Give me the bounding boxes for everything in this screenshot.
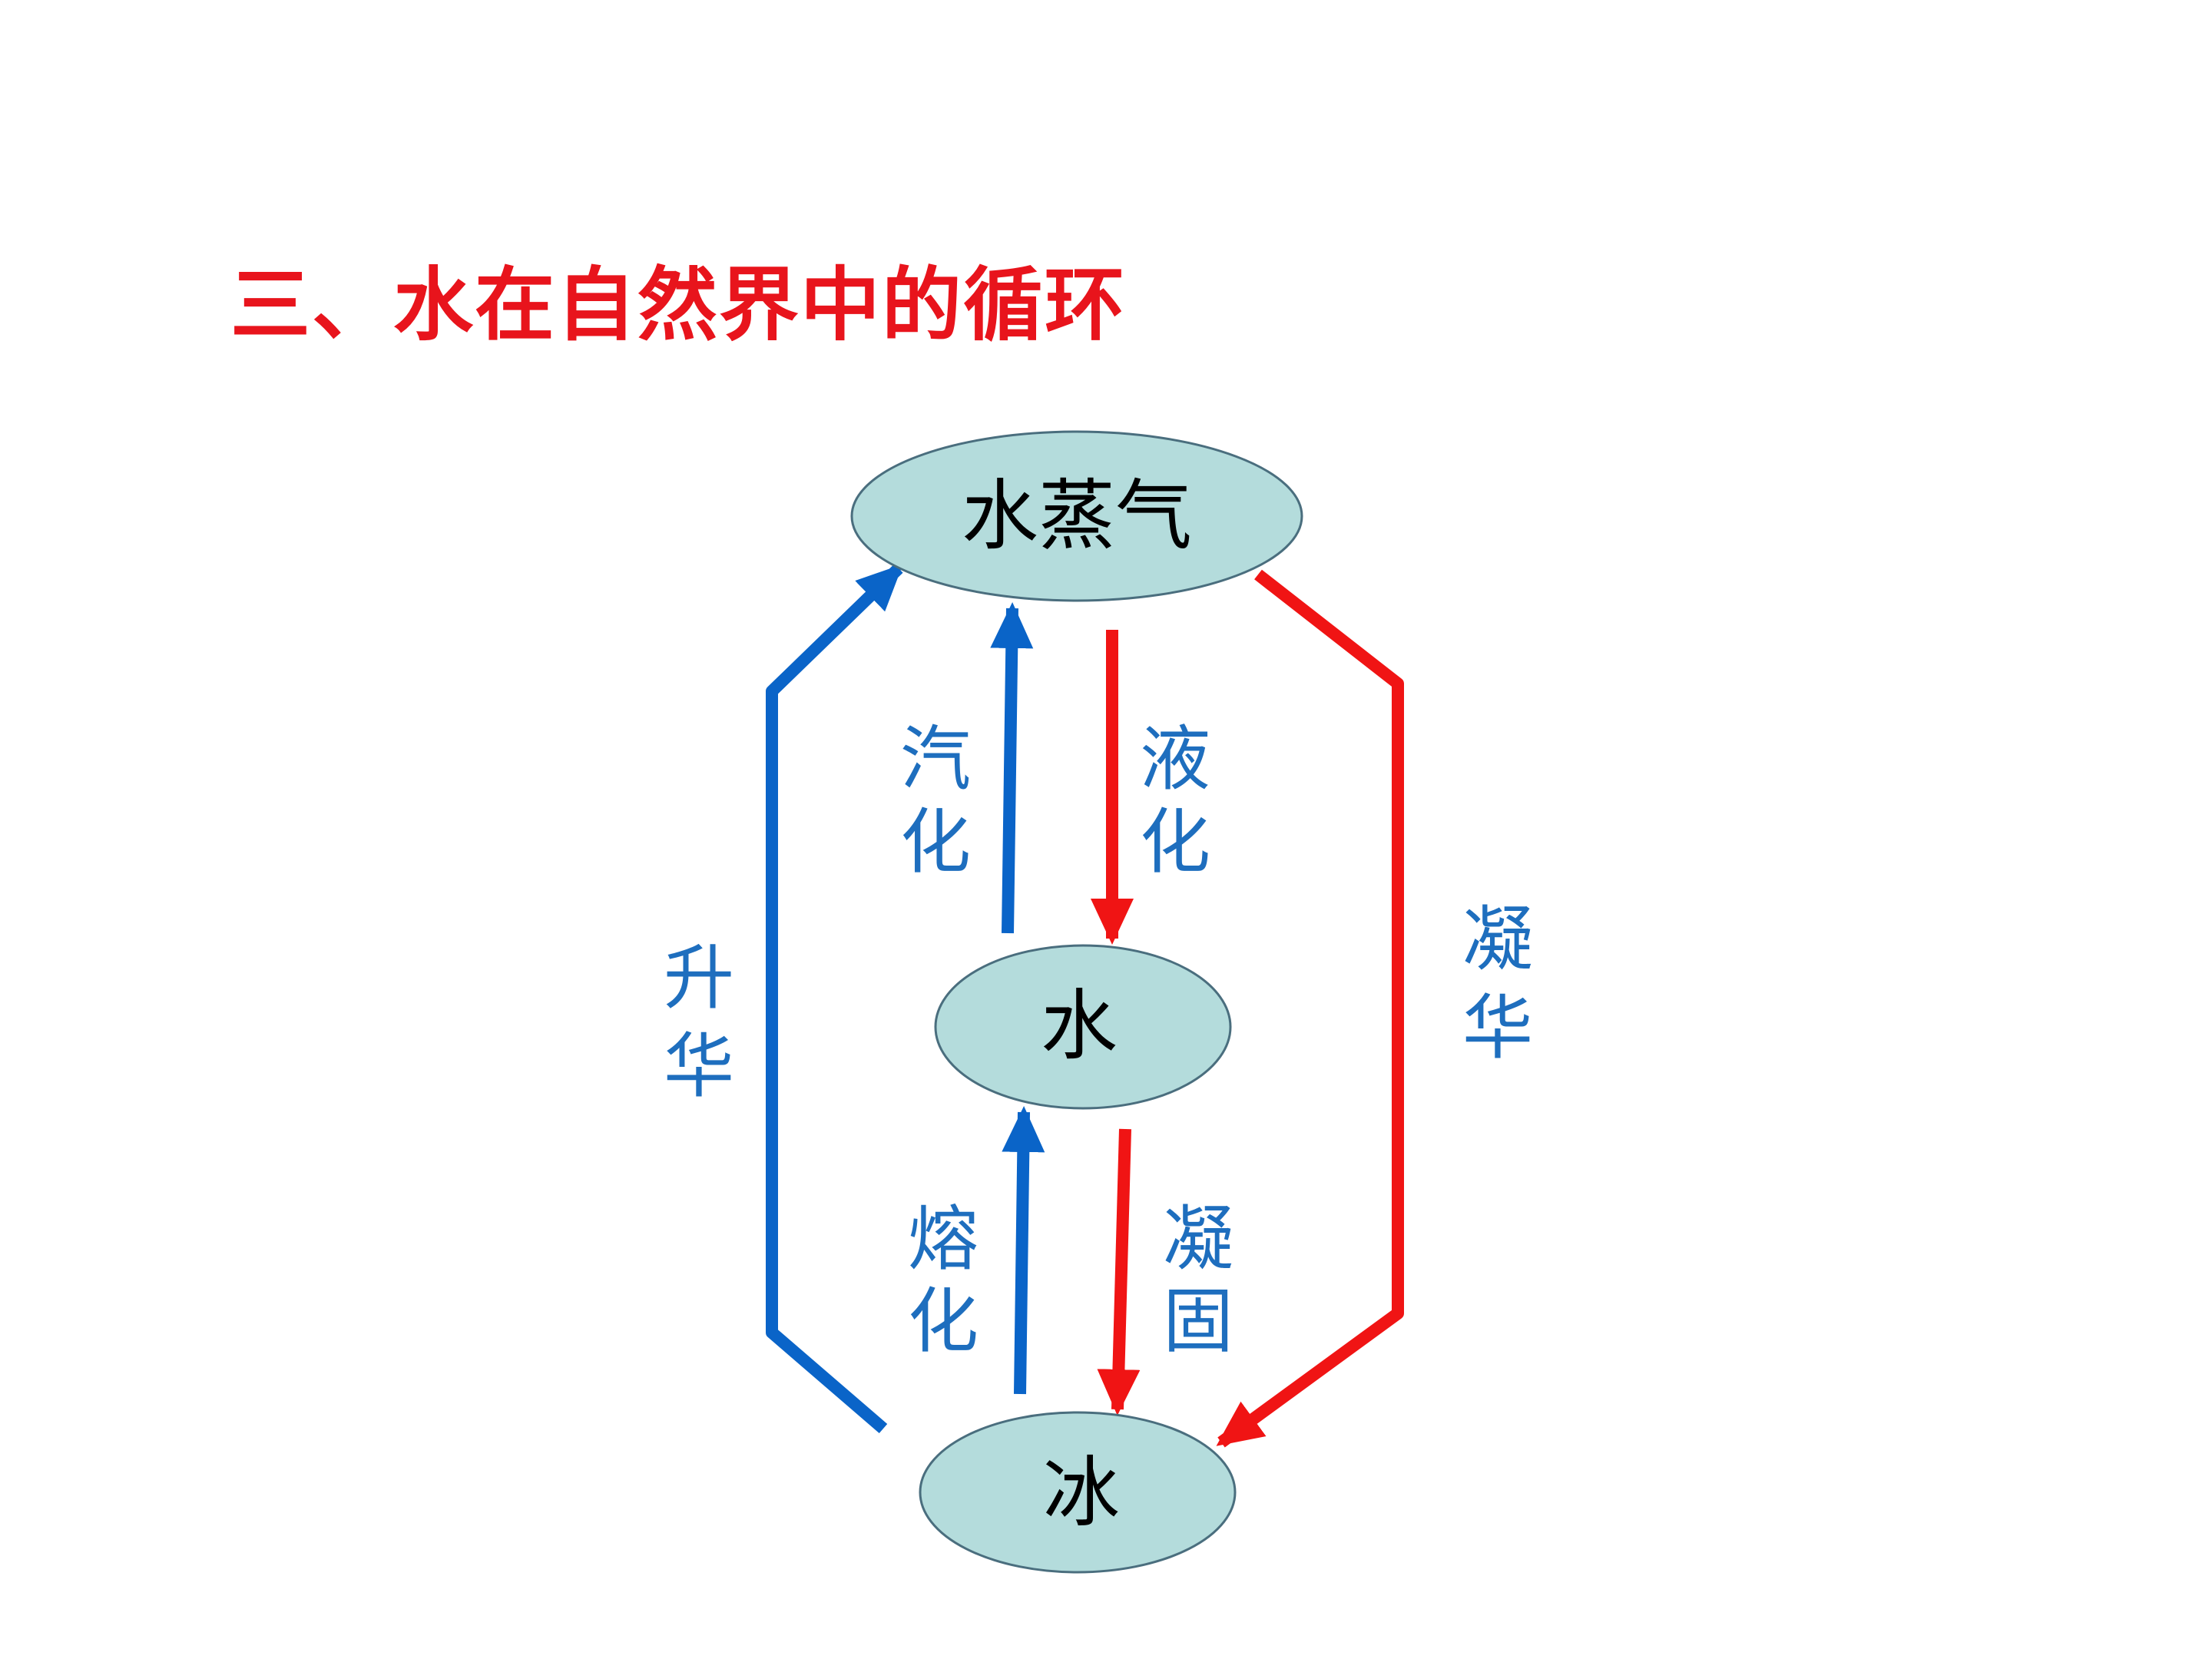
node-ice: 冰 [919, 1411, 1237, 1574]
node-water-label: 水 [1041, 981, 1118, 1071]
vaporization-arrow [990, 602, 1034, 934]
label-deposition: 凝 华 [1462, 899, 1533, 1069]
label-sublimation-char-1: 升 [664, 937, 734, 1019]
label-solidification-char-2: 固 [1163, 1280, 1233, 1363]
label-deposition-char-1: 凝 [1462, 899, 1533, 981]
label-deposition-char-2: 华 [1462, 987, 1533, 1069]
solidification-arrow [1097, 1128, 1141, 1416]
label-vaporization: 汽 化 [900, 718, 971, 883]
label-sublimation: 升 华 [664, 937, 734, 1108]
label-solidification-char-1: 凝 [1163, 1198, 1233, 1280]
label-sublimation-char-2: 华 [664, 1025, 734, 1108]
node-water: 水 [934, 944, 1232, 1110]
label-melting-char-2: 化 [908, 1280, 979, 1363]
label-melting: 熔 化 [908, 1198, 979, 1363]
slide-title: 三、水在自然界中的循环 [230, 258, 1127, 352]
label-vaporization-char-2: 化 [900, 801, 971, 883]
node-ice-label: 冰 [1043, 1448, 1120, 1538]
label-solidification: 凝 固 [1163, 1198, 1233, 1363]
melting-arrow [1002, 1106, 1045, 1395]
label-liquefaction-char-1: 液 [1140, 718, 1210, 800]
label-liquefaction: 液 化 [1140, 718, 1210, 883]
node-water-vapor: 水蒸气 [850, 430, 1303, 602]
node-water-vapor-label: 水蒸气 [962, 471, 1192, 561]
sublimation-arrow [766, 564, 903, 1434]
label-liquefaction-char-2: 化 [1140, 801, 1210, 883]
label-melting-char-1: 熔 [908, 1198, 979, 1280]
label-vaporization-char-1: 汽 [900, 718, 971, 800]
deposition-arrow [1216, 569, 1404, 1448]
